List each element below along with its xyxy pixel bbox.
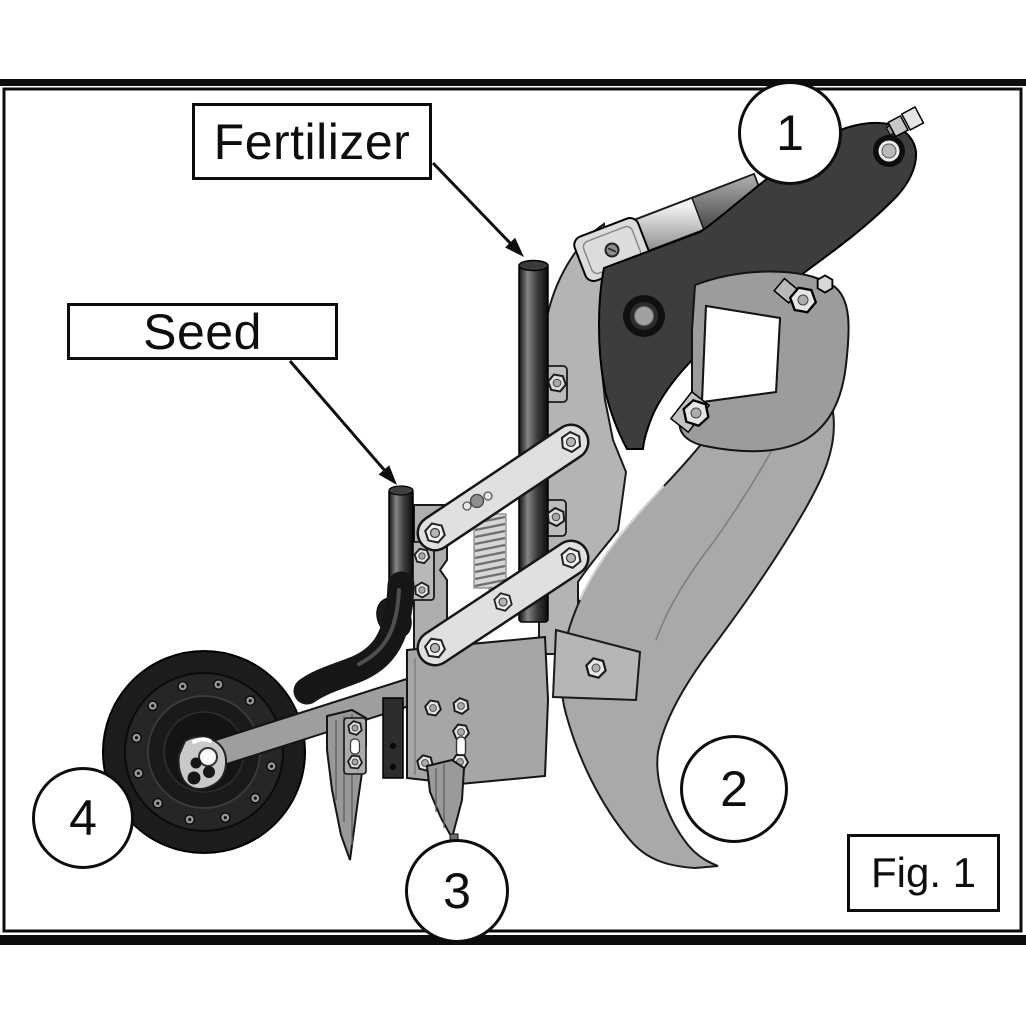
seed-label-box: Seed xyxy=(67,303,338,360)
bracket-main-plate xyxy=(406,635,550,786)
upper-link-bar xyxy=(416,423,590,552)
arm-pivot-right xyxy=(873,135,905,167)
spring xyxy=(473,513,507,606)
mount-clamp xyxy=(669,271,850,453)
dark-spacer-strip xyxy=(382,697,404,779)
figure-caption-box: Fig. 1 xyxy=(847,834,1000,912)
wheel-hub xyxy=(177,735,228,790)
opener-bracket xyxy=(326,635,550,861)
seed-hose xyxy=(293,571,415,705)
callout-4-number: 4 xyxy=(69,790,97,846)
callout-1-number: 1 xyxy=(776,105,804,161)
clamp-bolt-top xyxy=(773,273,836,313)
lower-link-bar xyxy=(416,539,590,667)
callout-1: 1 xyxy=(738,81,842,185)
arm-pivot-left xyxy=(623,295,665,337)
callout-4: 4 xyxy=(32,767,134,869)
figure-caption: Fig. 1 xyxy=(870,849,977,896)
hose-fitting xyxy=(885,105,925,138)
frame-plate-bolts xyxy=(545,374,568,528)
clamp-bolt-bottom xyxy=(669,390,712,432)
fertilizer-label-box: Fertilizer xyxy=(192,103,432,180)
shank-bolt-plate xyxy=(551,628,642,702)
callout-3: 3 xyxy=(405,839,509,943)
fertilizer-arrow xyxy=(431,161,524,257)
seed-label: Seed xyxy=(143,303,262,360)
figure-border xyxy=(0,79,1026,945)
seed-tube xyxy=(388,485,414,594)
frame-rect xyxy=(2,87,1023,933)
callout-3-number: 3 xyxy=(443,863,471,919)
top-bar xyxy=(0,79,1026,86)
callout-2-number: 2 xyxy=(720,761,748,817)
seed-arrow xyxy=(288,360,397,485)
bottom-bar xyxy=(0,935,1026,945)
callout-2: 2 xyxy=(680,735,788,843)
shank xyxy=(560,360,835,870)
fertilizer-label: Fertilizer xyxy=(213,113,411,170)
